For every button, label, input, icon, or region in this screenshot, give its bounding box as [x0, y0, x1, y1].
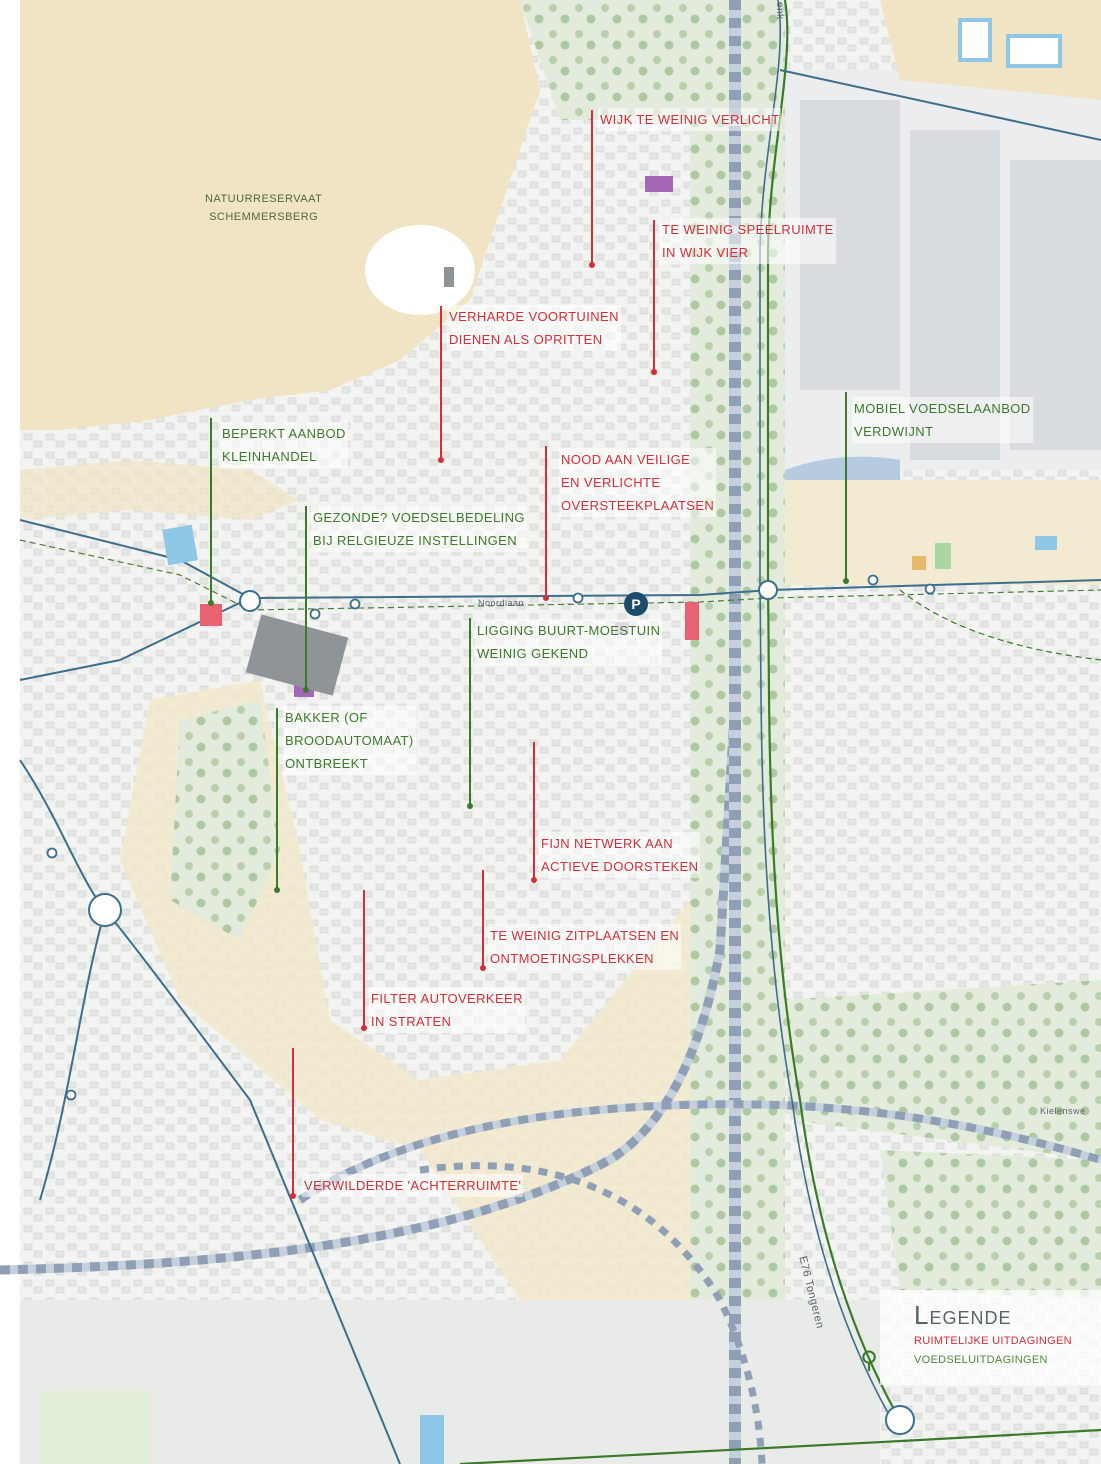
callout-dot-doorsteken — [531, 877, 537, 883]
callout-dot-zitplaatsen — [480, 965, 486, 971]
callout-line-voedselaanbod — [845, 392, 847, 581]
callout-line-doorsteken — [533, 742, 535, 880]
callout-line-moestuin — [469, 618, 471, 806]
parking-icon[interactable]: P — [624, 592, 648, 616]
callout-dot-achterruimte — [290, 1193, 296, 1199]
annotation-line: BROODAUTOMAAT) — [283, 729, 416, 752]
annotation-line: WIJK TE WEINIG VERLICHT — [598, 108, 782, 131]
callout-dot-voedselaanbod — [843, 578, 849, 584]
enk-label: enk — [774, 2, 785, 20]
callout-dot-autoverkeer — [361, 1025, 367, 1031]
callout-line-voedselbedeling — [305, 506, 307, 690]
annotation-line: MOBIEL VOEDSELAANBOD — [852, 397, 1033, 420]
callout-dot-oversteek — [543, 595, 549, 601]
noordlaan-label: Noordlaan — [478, 598, 525, 608]
callout-dot-speelruimte — [651, 369, 657, 375]
callout-dot-wijk-verlicht — [589, 262, 595, 268]
annotation-line: VERDWIJNT — [852, 420, 1033, 443]
annotation-line: ONTMOETINGSPLEKKEN — [488, 947, 682, 970]
callout-dot-voedselbedeling — [303, 687, 309, 693]
annotation-line: OVERSTEEKPLAATSEN — [559, 494, 717, 517]
annotation-line: BAKKER (OF — [283, 706, 416, 729]
callout-line-zitplaatsen — [482, 870, 484, 968]
annotation-line: ACTIEVE DOORSTEKEN — [539, 855, 701, 878]
callout-line-bakker — [276, 708, 278, 890]
annotation-line: TE WEINIG ZITPLAATSEN EN — [488, 924, 682, 947]
callout-line-wijk-verlicht — [591, 110, 593, 265]
legend-spatial: RUIMTELIJKE UITDAGINGEN — [914, 1335, 1072, 1347]
annotation-line: GEZONDE? VOEDSELBEDELING — [311, 506, 527, 529]
annotation-line: VERHARDE VOORTUINEN — [447, 305, 621, 328]
callout-dot-bakker — [274, 887, 280, 893]
annotation-line: TE WEINIG SPEELRUIMTE — [660, 218, 836, 241]
annotation-line: DIENEN ALS OPRITTEN — [447, 328, 621, 351]
legend: Legende RUIMTELIJKE UITDAGINGEN VOEDSELU… — [880, 1290, 1101, 1385]
callout-line-achterruimte — [292, 1048, 294, 1196]
callout-line-voortuinen — [440, 306, 442, 460]
annotation-line: BEPERKT AANBOD — [220, 422, 348, 445]
annotation-line: ONTBREEKT — [283, 752, 416, 775]
annotation-line: BIJ RELGIEUZE INSTELLINGEN — [311, 529, 527, 552]
callout-dot-moestuin — [467, 803, 473, 809]
annotation-line: KLEINHANDEL — [220, 445, 348, 468]
annotation-line: NOOD AAN VEILIGE — [559, 448, 717, 471]
annotation-wijk-verlicht: WIJK TE WEINIG VERLICHT — [598, 108, 782, 131]
annotation-line: FIJN NETWERK AAN — [539, 832, 701, 855]
callout-line-speelruimte — [653, 220, 655, 372]
annotation-line: IN WIJK VIER — [660, 241, 836, 264]
callout-dot-voortuinen — [438, 457, 444, 463]
nature-reserve-label: NATUURRESERVAAT SCHEMMERSBERG — [205, 193, 323, 223]
annotation-line: EN VERLICHTE — [559, 471, 717, 494]
annotation-line: LIGGING BUURT-MOESTUIN — [475, 619, 663, 642]
annotation-line: IN STRATEN — [369, 1010, 525, 1033]
annotation-line: FILTER AUTOVERKEER — [369, 987, 525, 1010]
kielensweg-label: Kielenswe — [1040, 1106, 1086, 1116]
callout-line-kleinhandel — [210, 418, 212, 603]
annotation-line: VERWILDERDE 'ACHTERRUIMTE' — [302, 1174, 524, 1197]
callout-line-autoverkeer — [363, 890, 365, 1028]
legend-title: Legende — [914, 1300, 1012, 1330]
annotation-achterruimte: VERWILDERDE 'ACHTERRUIMTE' — [302, 1174, 524, 1197]
legend-food: VOEDSELUITDAGINGEN — [914, 1354, 1048, 1366]
bicycle-icon: ⚲ — [860, 1347, 878, 1374]
annotation-line: WEINIG GEKEND — [475, 642, 663, 665]
callout-dot-kleinhandel — [208, 600, 214, 606]
callout-line-oversteek — [545, 446, 547, 598]
